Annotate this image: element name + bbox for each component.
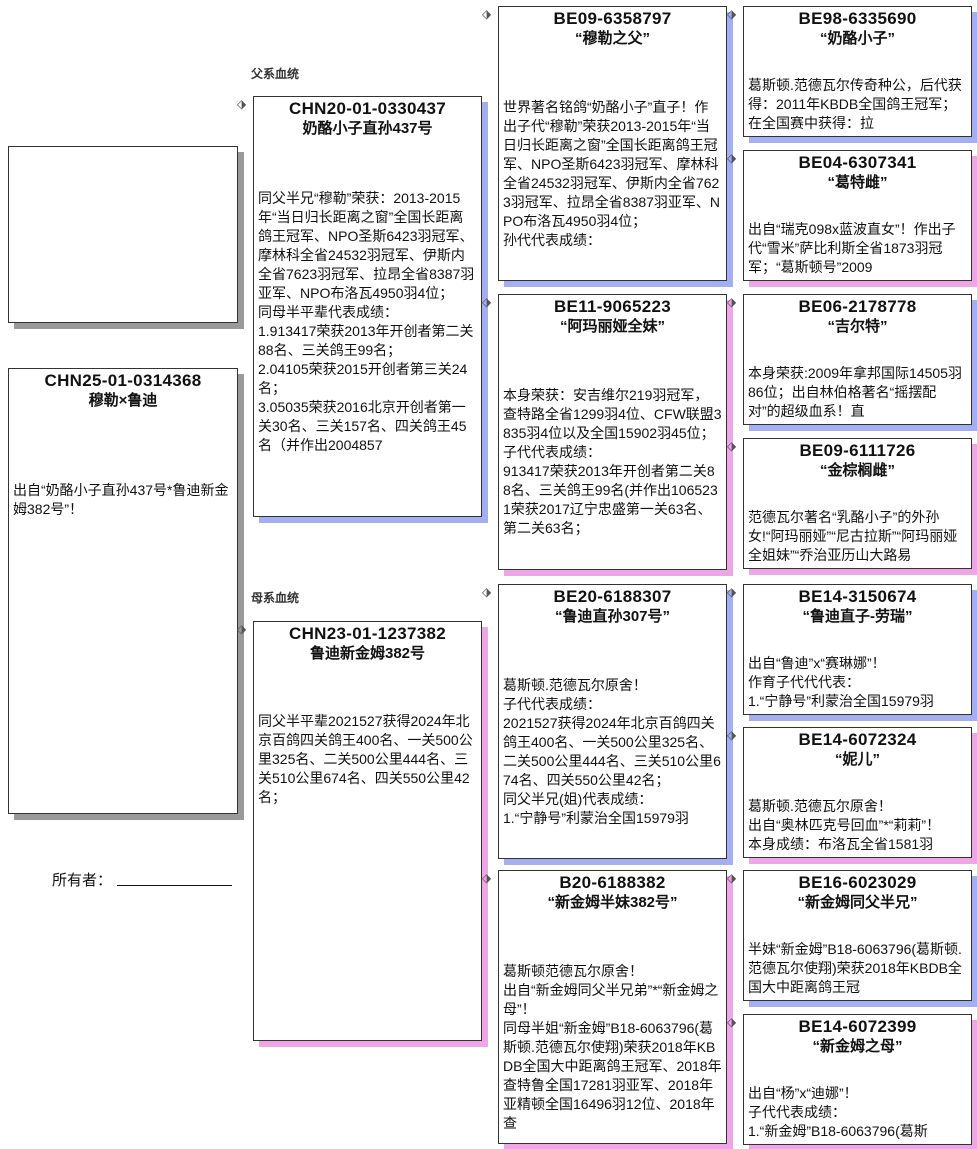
- pedigree-description: 葛斯顿.范德瓦尔原舍！ 出自“奥林匹克号回血”*“莉莉”！ 本身成绩：布洛瓦全省…: [748, 798, 941, 852]
- great-grandparent-card[interactable]: BE06-2178778 “吉尔特” 本身荣获:2009年拿邦国际14505羽8…: [743, 294, 972, 425]
- connector-handle-icon[interactable]: ⬗: [727, 7, 737, 21]
- great-grandparent-card[interactable]: BE14-6072324 “妮儿” 葛斯顿.范德瓦尔原舍！ 出自“奥林匹克号回血…: [743, 727, 972, 858]
- ring-number: BE14-6072324: [798, 730, 917, 749]
- pedigree-description: 葛斯顿.范德瓦尔传奇种公，后代获得：2011年KBDB全国鸽王冠军；在全国赛中获…: [748, 77, 962, 131]
- pigeon-name: “葛特雌”: [827, 174, 888, 191]
- subject-name: 穆勒×鲁迪: [88, 392, 158, 409]
- great-grandparent-card[interactable]: BE14-6072399 “新金姆之母” 出自“杨”x“迪娜”！ 子代代表成绩：…: [743, 1014, 972, 1145]
- ring-number: BE98-6335690: [798, 9, 917, 28]
- photo-placeholder[interactable]: [8, 146, 238, 323]
- pigeon-name: “新金姆之母”: [812, 1038, 903, 1055]
- ring-number: BE04-6307341: [798, 153, 917, 172]
- connector-handle-icon[interactable]: ⬗: [727, 295, 737, 309]
- pedigree-description: 同父半兄“穆勒”荣获：2013-2015年“当日归长距离之窗”全国长距离鸽王冠军…: [258, 190, 475, 453]
- sire-card[interactable]: CHN20-01-0330437 奶酪小子直孙437号 同父半兄“穆勒”荣获：2…: [253, 96, 482, 517]
- dam-card[interactable]: CHN23-01-1237382 鲁迪新金姆382号 同父半平辈2021527获…: [253, 621, 482, 1041]
- connector-handle-icon[interactable]: ⬗: [237, 97, 247, 111]
- pedigree-description: 葛斯顿范德瓦尔原舍！ 出自“新金姆同父半兄弟”*“新金姆之母”！ 同母半姐“新金…: [503, 963, 722, 1131]
- subject-card[interactable]: CHN25-01-0314368 穆勒×鲁迪 出自“奶酪小子直孙437号*鲁迪新…: [8, 368, 238, 814]
- ring-number: CHN20-01-0330437: [289, 99, 446, 118]
- pigeon-name: “鲁迪直子-劳瑞”: [802, 608, 913, 625]
- pigeon-name: “穆勒之父”: [574, 30, 650, 47]
- pedigree-description: 同父半平辈2021527获得2024年北京百鸽四关鸽王400名、一关500公里3…: [258, 713, 473, 805]
- connector-handle-icon[interactable]: ⬗: [237, 622, 247, 636]
- pedigree-description: 本身荣获:2009年拿邦国际14505羽86位；出自林伯格著名“摇摆配对”的超级…: [748, 365, 962, 419]
- connector-handle-icon[interactable]: ⬗: [482, 7, 492, 21]
- great-grandparent-card[interactable]: BE14-3150674 “鲁迪直子-劳瑞” 出自“鲁迪”x“赛琳娜”！ 作育子…: [743, 584, 972, 715]
- ring-number: CHN23-01-1237382: [289, 624, 446, 643]
- pedigree-description: 半妹“新金姆”B18-6063796(葛斯顿.范德瓦尔使翔)荣获2018年KBD…: [748, 941, 962, 995]
- connector-handle-icon[interactable]: ⬗: [727, 439, 737, 453]
- owner-input-line[interactable]: [117, 885, 232, 886]
- pedigree-description: 世界著名铭鸽“奶酪小子”直子！作出子代“穆勒”荣获2013-2015年“当日归长…: [503, 99, 721, 248]
- connector-handle-icon[interactable]: ⬗: [482, 295, 492, 309]
- ring-number: BE14-3150674: [798, 587, 917, 606]
- pigeon-name: “阿玛丽娅全妹”: [559, 318, 665, 335]
- great-grandparent-card[interactable]: BE98-6335690 “奶酪小子” 葛斯顿.范德瓦尔传奇种公，后代获得：20…: [743, 6, 972, 137]
- ring-number: BE06-2178778: [798, 297, 917, 316]
- pigeon-name: 鲁迪新金姆382号: [309, 645, 426, 662]
- pigeon-name: “鲁迪直孙307号”: [554, 608, 671, 625]
- grandparent-card[interactable]: BE09-6358797 “穆勒之父” 世界著名铭鸽“奶酪小子”直子！作出子代“…: [498, 6, 727, 281]
- ring-number: BE11-9065223: [553, 297, 672, 316]
- connector-handle-icon[interactable]: ⬗: [727, 585, 737, 599]
- pigeon-name: “新金姆半妹382号”: [547, 894, 678, 911]
- pigeon-name: “妮儿”: [834, 751, 880, 768]
- ring-number: BE20-6188307: [553, 587, 672, 606]
- connector-handle-icon[interactable]: ⬗: [727, 871, 737, 885]
- ring-number: BE09-6358797: [553, 9, 672, 28]
- sire-line-label: 父系血统: [251, 67, 300, 81]
- connector-handle-icon[interactable]: ⬗: [727, 1015, 737, 1029]
- connector-handle-icon[interactable]: ⬗: [727, 728, 737, 742]
- ring-number: BE16-6023029: [798, 873, 917, 892]
- great-grandparent-card[interactable]: BE04-6307341 “葛特雌” 出自“瑞克098x蓝波直女”！作出子代“雪…: [743, 150, 972, 281]
- grandparent-card[interactable]: B20-6188382 “新金姆半妹382号” 葛斯顿范德瓦尔原舍！ 出自“新金…: [498, 870, 727, 1144]
- pedigree-description: 出自“瑞克098x蓝波直女”！作出子代“雪米”萨比利斯全省1873羽冠军；“葛斯…: [748, 221, 956, 275]
- pedigree-description: 本身荣获：安吉维尔219羽冠军，查特路全省1299羽4位、CFW联盟3835羽4…: [503, 387, 722, 536]
- pigeon-name: “金棕榈雌”: [819, 462, 895, 479]
- pedigree-description: 葛斯顿.范德瓦尔原舍！ 子代代表成绩： 2021527获得2024年北京百鸽四关…: [503, 677, 721, 826]
- pigeon-name: 奶酪小子直孙437号: [302, 120, 433, 137]
- grandparent-card[interactable]: BE11-9065223 “阿玛丽娅全妹” 本身荣获：安吉维尔219羽冠军，查特…: [498, 294, 727, 570]
- pigeon-name: “奶酪小子”: [819, 30, 895, 47]
- grandparent-card[interactable]: BE20-6188307 “鲁迪直孙307号” 葛斯顿.范德瓦尔原舍！ 子代代表…: [498, 584, 727, 859]
- ring-number: B20-6188382: [559, 873, 666, 892]
- pedigree-description: 范德瓦尔著名“乳酪小子”的外孙女!“阿玛丽娅”“尼古拉斯”“阿玛丽娅全姐妹”“乔…: [748, 509, 958, 563]
- connector-handle-icon[interactable]: ⬗: [727, 151, 737, 165]
- dam-line-label: 母系血统: [251, 591, 300, 605]
- pigeon-name: “吉尔特”: [827, 318, 888, 335]
- ring-number: BE09-6111726: [799, 441, 916, 460]
- pedigree-description: 出自“鲁迪”x“赛琳娜”！ 作育子代代代表： 1.“宁静号”利蒙治全国15979…: [748, 655, 934, 709]
- great-grandparent-card[interactable]: BE09-6111726 “金棕榈雌” 范德瓦尔著名“乳酪小子”的外孙女!“阿玛…: [743, 438, 972, 569]
- pedigree-description: 出自“杨”x“迪娜”！ 子代代表成绩： 1.“新金姆”B18-6063796(葛…: [748, 1085, 928, 1139]
- subject-description: 出自“奶酪小子直孙437号*鲁迪新金姆382号”！: [13, 482, 229, 517]
- great-grandparent-card[interactable]: BE16-6023029 “新金姆同父半兄” 半妹“新金姆”B18-606379…: [743, 870, 972, 1001]
- connector-handle-icon[interactable]: ⬗: [482, 871, 492, 885]
- subject-ring-number: CHN25-01-0314368: [44, 371, 202, 390]
- pigeon-name: “新金姆同父半兄”: [797, 894, 918, 911]
- connector-handle-icon[interactable]: ⬗: [482, 585, 492, 599]
- owner-label: 所有者：: [52, 872, 113, 889]
- ring-number: BE14-6072399: [798, 1017, 917, 1036]
